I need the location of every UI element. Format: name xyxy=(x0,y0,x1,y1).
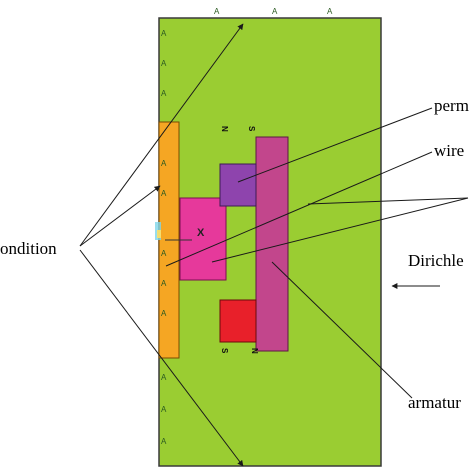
leader-line-boundary-bottom xyxy=(79,249,244,467)
boundary-mark: A xyxy=(161,309,167,318)
boundary-mark: A xyxy=(161,437,167,446)
leader-line-boundary-strip xyxy=(79,185,161,247)
wire-block xyxy=(179,197,227,281)
label-dirichlet: Dirichle xyxy=(408,251,464,270)
boundary-mark: A xyxy=(214,7,220,16)
leader-line-air-to-wire xyxy=(211,197,469,263)
leader-line-armature xyxy=(271,261,413,399)
wire-mark: X xyxy=(197,227,205,239)
leader-line-wire xyxy=(165,151,433,267)
pole-top-right: S xyxy=(247,126,256,132)
boundary-mark: A xyxy=(161,373,167,382)
boundary-mark: A xyxy=(161,279,167,288)
boundary-mark: A xyxy=(272,7,278,16)
leader-line-air-to-domain xyxy=(307,197,469,205)
boundary-mark: A xyxy=(327,7,333,16)
boundary-mark: A xyxy=(161,249,167,258)
label-armature: armatur xyxy=(408,393,461,412)
boundary-mark: A xyxy=(161,29,167,38)
boundary-mark: A xyxy=(161,89,167,98)
label-boundary-condition: ondition xyxy=(0,239,57,258)
boundary-mark: A xyxy=(161,405,167,414)
magnet-bottom xyxy=(219,299,257,343)
field-artifact-2 xyxy=(157,230,161,238)
pole-top-left: N xyxy=(220,126,229,132)
pole-bottom-right: N xyxy=(250,348,259,354)
label-wire: wire xyxy=(434,141,464,160)
boundary-mark: A xyxy=(161,189,167,198)
pole-bottom-left: S xyxy=(220,348,229,354)
leader-line-boundary-top xyxy=(79,23,244,247)
boundary-mark: A xyxy=(161,59,167,68)
magnet-top xyxy=(219,163,257,207)
leader-line-permanent-magnet xyxy=(237,107,433,183)
boundary-mark: A xyxy=(161,159,167,168)
label-permanent-magnet: perm xyxy=(434,96,469,115)
